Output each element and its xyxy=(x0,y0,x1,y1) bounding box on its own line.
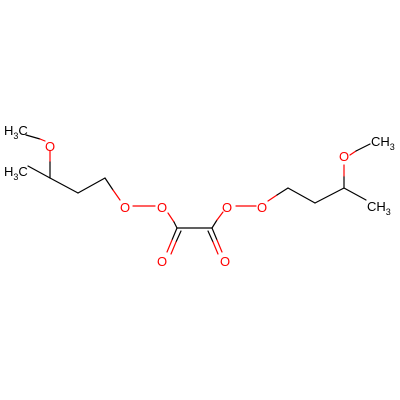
bond-left-o-c-ester-black xyxy=(173,221,178,229)
bond-right-co-double-b xyxy=(207,230,214,243)
bond-left-ch2a-ch2b xyxy=(77,177,106,194)
bond-left-co-double-a-red xyxy=(166,239,173,253)
bond-left-ch2b-o-red xyxy=(112,189,121,201)
bond-right-c-o-ester xyxy=(211,219,218,229)
bond-left-o-c-ester xyxy=(167,212,175,223)
label-o-right-peroxy-2: O xyxy=(257,200,267,215)
bond-left-co-double-b-red xyxy=(170,241,177,255)
bond-left-c-ch3 xyxy=(27,165,51,179)
bond-right-o-ch3-red xyxy=(349,150,357,156)
label-ch3-right-bottom: CH3 xyxy=(367,199,391,217)
bond-left-ch3-o xyxy=(25,134,41,140)
label-ch3-right-top: CH3 xyxy=(371,134,395,152)
bond-right-co-double-a xyxy=(211,227,218,241)
label-o-left-methoxy: O xyxy=(45,139,55,154)
bond-left-ch3-o-red xyxy=(39,138,46,142)
bond-left-co-double-a xyxy=(171,227,178,241)
label-o-left-peroxy-2: O xyxy=(157,200,167,215)
label-o-left-peroxy-1: O xyxy=(120,200,130,215)
label-h3c-left-bottom: H3C xyxy=(4,164,28,182)
label-h3c-left-top: H3C xyxy=(4,123,28,141)
bond-right-ch2a-ch2b xyxy=(287,187,316,204)
label-o-carbonyl-right: O xyxy=(220,254,230,269)
bond-right-co-double-a-red xyxy=(216,239,223,253)
bond-right-c-o-ester-red xyxy=(216,211,224,221)
label-o-right-peroxy-1: O xyxy=(222,200,232,215)
bond-right-o-ch3 xyxy=(355,143,371,152)
bond-left-ch2b-o xyxy=(104,177,114,191)
label-o-carbonyl-left: O xyxy=(157,254,167,269)
bond-right-o-ch2-red xyxy=(267,194,278,202)
bond-left-c-ch2a xyxy=(49,177,79,194)
bond-left-co-double-b xyxy=(175,230,182,243)
bond-right-o-ch2 xyxy=(276,187,289,196)
label-o-right-methoxy: O xyxy=(339,149,349,164)
bond-right-ch2b-c xyxy=(314,187,345,204)
bond-right-co-double-b-red xyxy=(212,241,219,255)
bond-right-c-ch3 xyxy=(343,187,367,201)
